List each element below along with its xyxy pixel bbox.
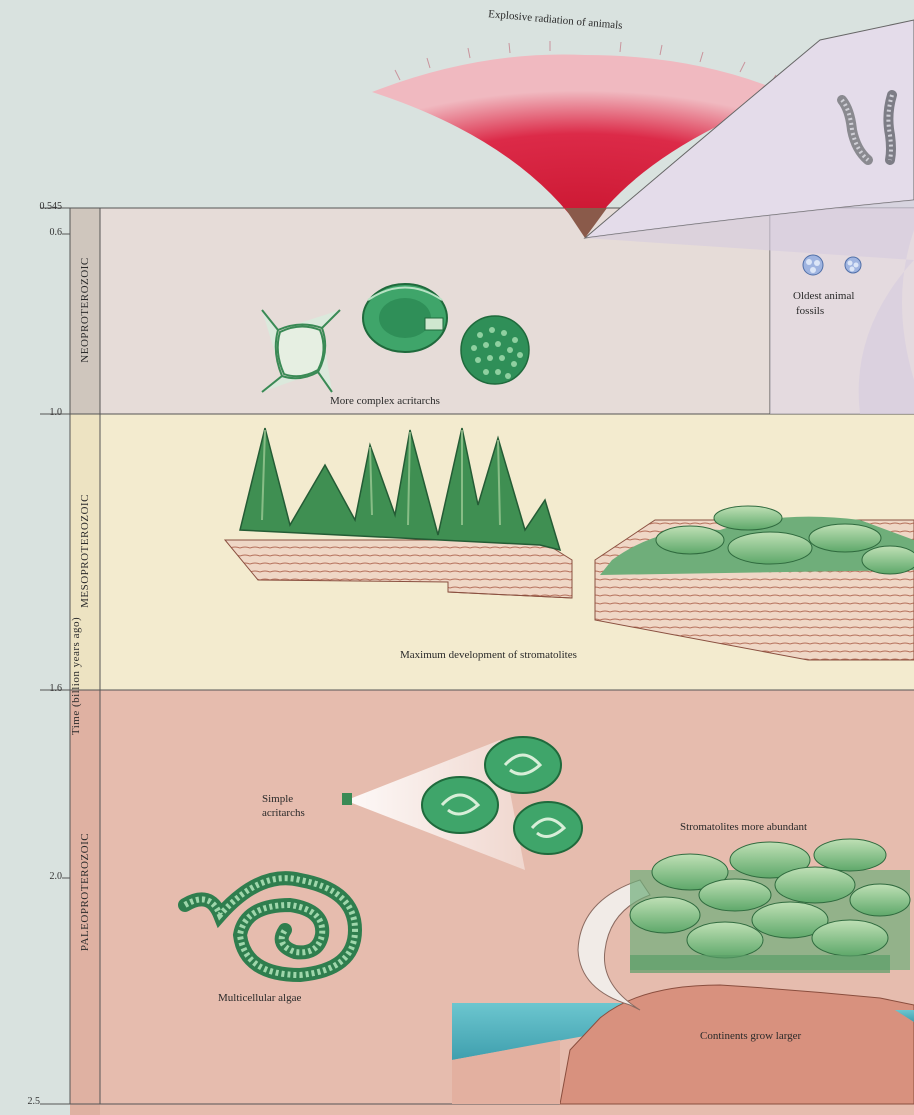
label-continents: Continents grow larger — [700, 1030, 801, 1042]
shelled-acritarch — [363, 284, 447, 352]
abundant-stromatolites — [630, 839, 910, 973]
era-paleoproterozoic: PALEOPROTEROZOIC — [79, 812, 91, 972]
tick-0545: 0.545 — [30, 201, 62, 212]
era-mesoproterozoic: MESOPROTEROZOIC — [79, 481, 91, 621]
tiny-acritarch — [342, 793, 352, 805]
label-complex-acritarchs: More complex acritarchs — [330, 395, 440, 407]
label-fossils: fossils — [796, 305, 824, 317]
axis-label: Time (billion years ago) — [70, 606, 82, 746]
label-oldest-animal: Oldest animal — [793, 290, 854, 302]
label-simple: Simple — [262, 793, 293, 805]
tick-25: 2.5 — [8, 1096, 40, 1107]
dotted-acritarch — [461, 316, 529, 384]
era-neoproterozoic: NEOPROTEROZOIC — [79, 250, 91, 370]
tick-06: 0.6 — [30, 227, 62, 238]
label-multicellular-algae: Multicellular algae — [218, 992, 301, 1004]
label-max-stromatolites: Maximum development of stromatolites — [400, 649, 577, 661]
label-stromatolites-abundant: Stromatolites more abundant — [680, 821, 807, 833]
tick-10: 1.0 — [30, 407, 62, 418]
tick-16: 1.6 — [30, 683, 62, 694]
tick-20: 2.0 — [30, 871, 62, 882]
label-acritarchs: acritarchs — [262, 807, 305, 819]
